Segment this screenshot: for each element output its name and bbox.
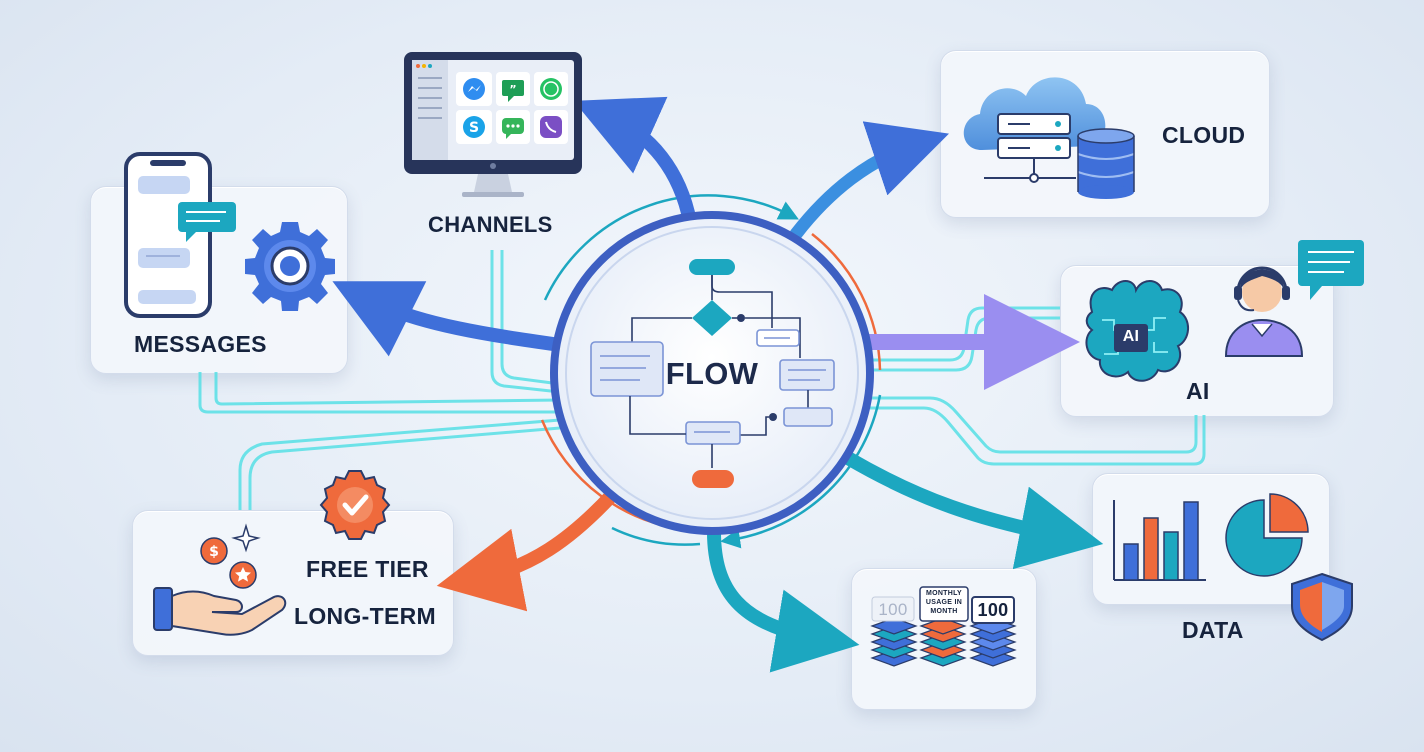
agent-icon (1224, 266, 1304, 357)
ai-label: AI (1186, 378, 1210, 404)
badge-check-icon (319, 470, 391, 540)
coin-icon: $ (200, 537, 228, 565)
hub-label: FLOW (665, 356, 759, 391)
phone-icon (124, 152, 212, 318)
arrow-to-free-tier (436, 488, 619, 612)
arrow-to-usage (707, 525, 860, 673)
server-icon (984, 113, 1076, 183)
channels-label: CHANNELS (428, 212, 553, 237)
usage-left-value: 100 (878, 600, 908, 619)
usage-note: MONTHLY USAGE IN MONTH (925, 590, 963, 615)
usage-left-box (871, 596, 915, 622)
brain-icon (1085, 280, 1189, 382)
free-tier-card (132, 510, 454, 656)
sparkle-icon (231, 523, 261, 553)
chat-icon (496, 110, 530, 144)
svg-text:”: ” (509, 83, 516, 96)
chat-bubble-icon (178, 202, 236, 242)
hangouts-icon: ” (496, 72, 530, 106)
arrow-to-messages (332, 281, 567, 357)
usage-right-box (971, 596, 1015, 624)
cloud-label: CLOUD (1162, 122, 1246, 148)
svg-text:$: $ (209, 544, 219, 560)
flowchart-icon (590, 259, 835, 488)
arrow-to-data (841, 451, 1104, 570)
arrow-to-cloud (789, 121, 949, 241)
chat-bubble-icon (1298, 240, 1364, 300)
viber-icon (534, 110, 568, 144)
arrows (332, 96, 1104, 673)
usage-right-value: 100 (977, 600, 1009, 620)
whatsapp-icon (534, 72, 568, 106)
database-icon (1077, 128, 1135, 199)
messenger-icon (456, 72, 492, 106)
star-icon (229, 561, 257, 589)
usage-note-box (919, 586, 969, 622)
data-label: DATA (1182, 617, 1244, 643)
messages-label: MESSAGES (134, 331, 267, 357)
ai-brain-text: AI (1122, 328, 1140, 345)
long-term-label: LONG-TERM (294, 603, 436, 629)
arrow-to-channels (573, 96, 697, 229)
gear-icon (245, 222, 335, 311)
svg-text:S: S (469, 120, 479, 136)
bar-chart-icon (1113, 500, 1206, 581)
skype-icon: S (456, 110, 492, 144)
stack-icon (870, 617, 1017, 667)
free-tier-label: FREE TIER (306, 556, 429, 582)
pie-chart-icon (1225, 493, 1309, 577)
shield-icon (1291, 572, 1353, 642)
hand-icon (153, 587, 287, 636)
flow-hub (550, 211, 874, 535)
